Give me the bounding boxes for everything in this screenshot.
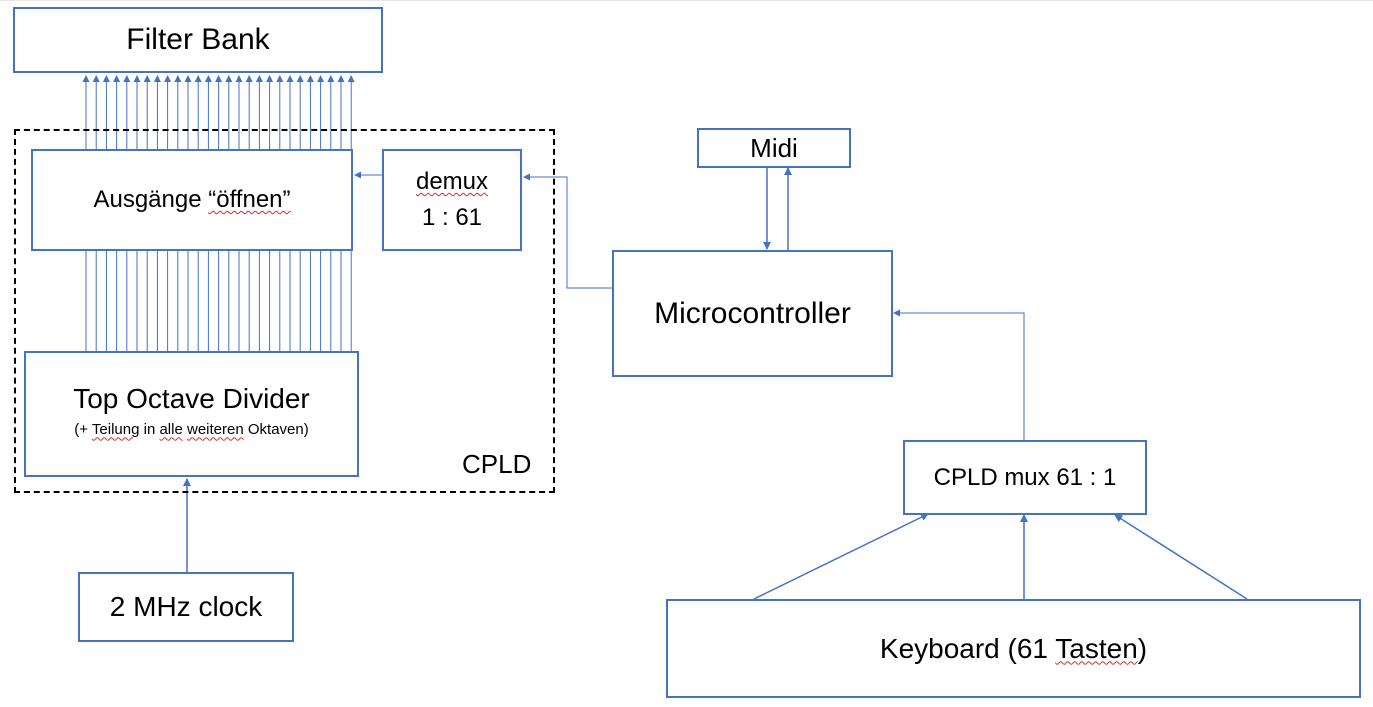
sub-suffix: Oktaven): [243, 420, 309, 438]
sub-teilung: Teilung: [91, 420, 140, 438]
cpld-mux-box: CPLD mux 61 : 1: [903, 440, 1147, 515]
top-octave-divider-subtitle: (+ Teilung in alle weiteren Oktaven): [74, 421, 308, 438]
clock-box: 2 MHz clock: [78, 572, 294, 642]
filter-bank-label: Filter Bank: [126, 23, 270, 56]
midi-label: Midi: [750, 132, 798, 163]
output-bus-to-filter-bank: [82, 75, 355, 149]
demux-label: demux: [415, 168, 489, 195]
cpld-mux-label: CPLD mux 61 : 1: [933, 463, 1117, 491]
micro-to-demux-wire: [523, 173, 612, 289]
keyboard-label: Keyboard (61 Tasten): [880, 633, 1147, 665]
keyboard-label-tasten: Tasten: [1055, 632, 1138, 664]
sub-mid: in: [139, 420, 160, 438]
ausgaenge-label-prefix: Ausgänge: [93, 186, 209, 213]
ausgaenge-label: Ausgänge “öffnen”: [93, 186, 290, 214]
divider-bus-to-gates: [85, 251, 352, 351]
clock-label: 2 MHz clock: [109, 591, 263, 622]
microcontroller-box: Microcontroller: [612, 250, 893, 377]
top-octave-divider-title: Top Octave Divider: [73, 382, 310, 414]
cpld-label: CPLD: [462, 449, 532, 479]
keyboard-box: Keyboard (61 Tasten): [666, 599, 1361, 698]
ausgaenge-label-word: “öffnen”: [208, 186, 291, 213]
mux-to-micro-wire: [893, 309, 1025, 440]
sub-alle: alle: [159, 420, 183, 438]
midi-box: Midi: [697, 128, 851, 168]
top-octave-divider-box: Top Octave Divider (+ Teilung in alle we…: [24, 351, 359, 477]
microcontroller-label: Microcontroller: [654, 296, 851, 330]
keyboard-to-mux-wire-right: [1114, 514, 1248, 600]
keyboard-label-prefix: Keyboard (61: [879, 632, 1056, 664]
keyboard-label-suffix: ): [1137, 632, 1148, 664]
filter-bank-box: Filter Bank: [13, 7, 383, 73]
cpld-boundary: [14, 129, 555, 493]
keyboard-to-mux-wire-left: [753, 513, 929, 600]
top-rule: [0, 0, 1373, 1]
demux-box: demux 1 : 61: [382, 149, 522, 251]
ausgaenge-box: Ausgänge “öffnen”: [31, 149, 353, 251]
demux-ratio-label: 1 : 61: [421, 204, 483, 231]
sub-prefix: (+: [74, 420, 92, 438]
sub-weiteren: weiteren: [187, 420, 244, 438]
